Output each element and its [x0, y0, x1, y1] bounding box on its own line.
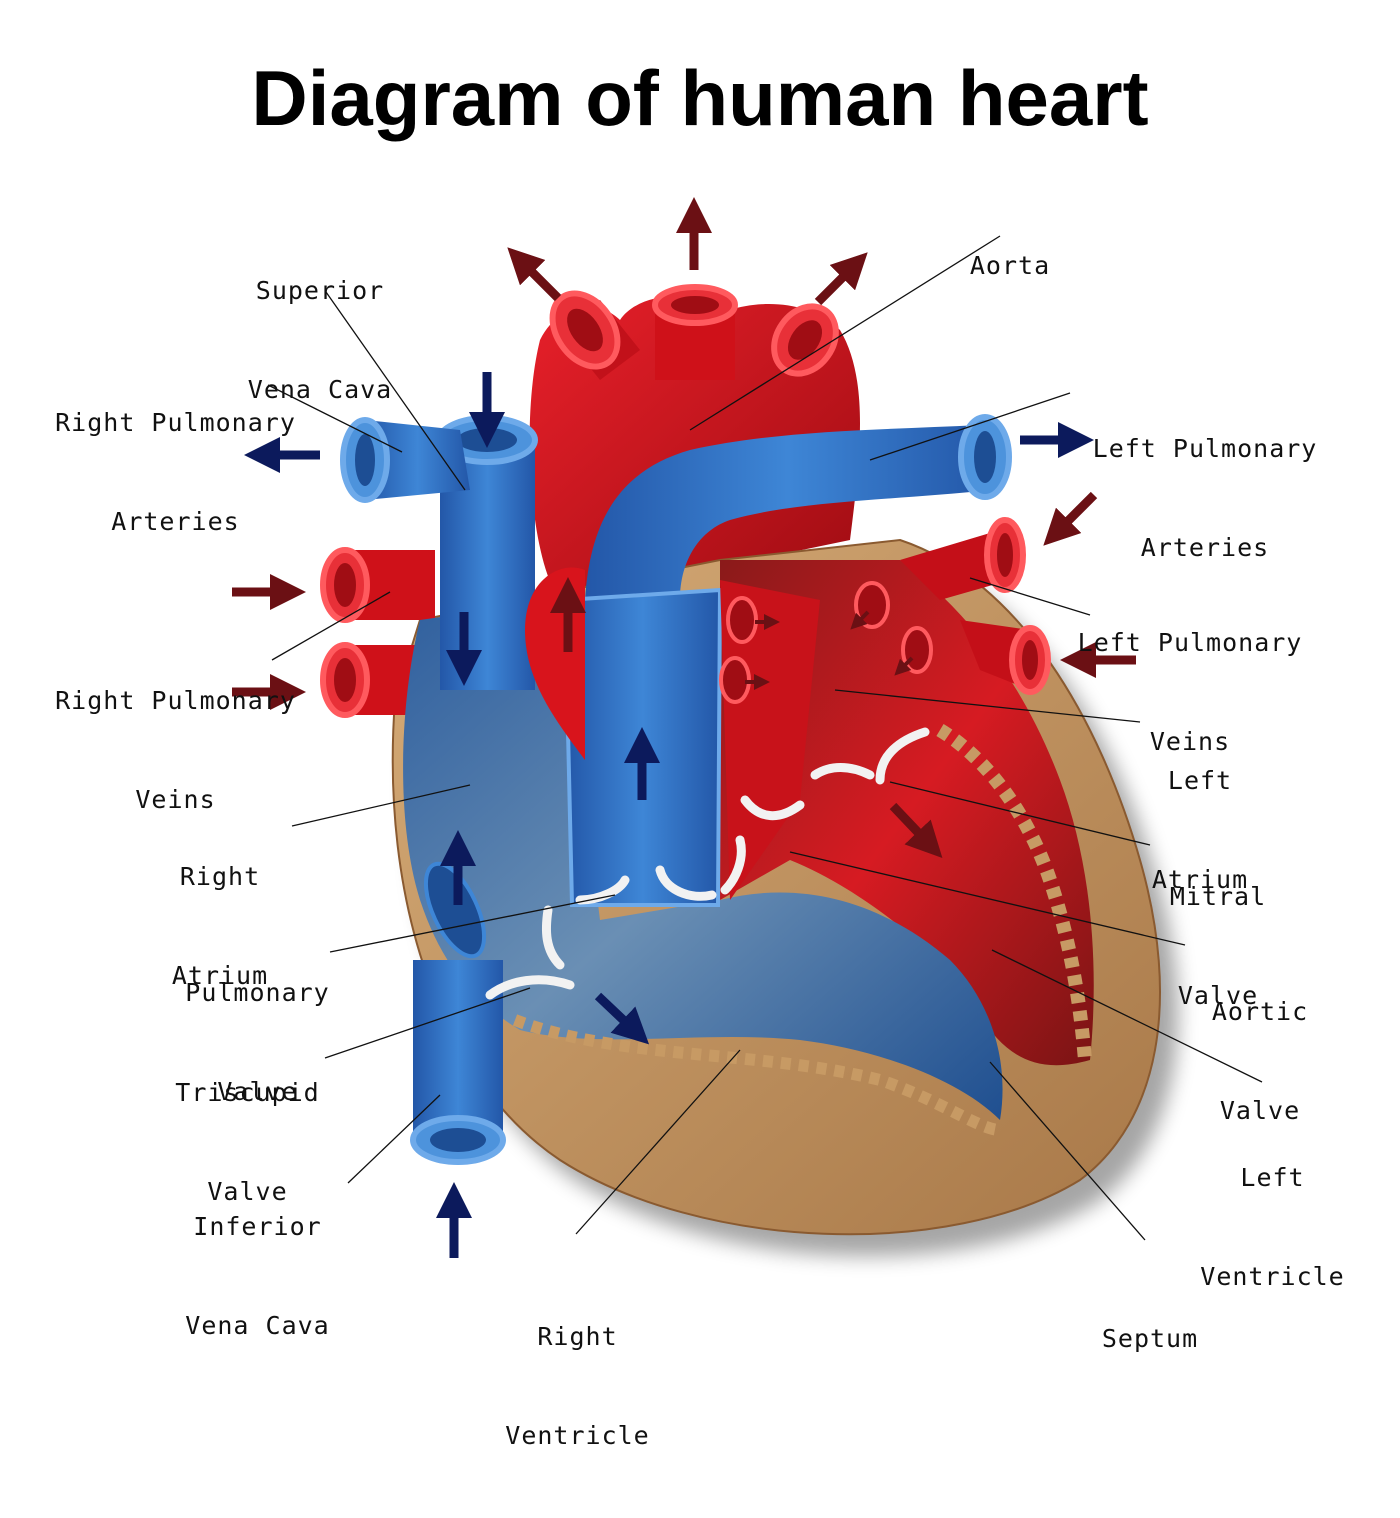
heart-illustration — [232, 197, 1263, 1258]
heart-valves — [485, 727, 930, 1000]
label-line: Vena Cava — [247, 375, 393, 404]
label-left-atrium: Left Atrium — [1130, 698, 1270, 962]
label-line: Atrium — [171, 961, 269, 990]
label-line: Ventricle — [505, 1421, 650, 1450]
right-ventricle-wall — [512, 1014, 1001, 1136]
label-superior-vena-cava: Superior Vena Cava — [230, 208, 410, 472]
label-line: Aorta — [969, 251, 1051, 280]
inferior-vena-cava-opening — [423, 861, 487, 959]
label-line: Right Pulmonary — [55, 686, 296, 715]
label-line: Right — [179, 862, 261, 891]
small-flow-arrows — [745, 610, 914, 690]
label-right-pulmonary-veins: Right Pulmonary Veins — [38, 618, 313, 882]
label-line: Veins — [135, 785, 216, 814]
label-triscupid-valve: Triscupid Valve — [160, 1010, 335, 1274]
label-line: Atrium — [1151, 865, 1249, 894]
inferior-vena-cava-shape — [410, 960, 506, 1165]
label-septum: Septum — [1085, 1256, 1215, 1421]
label-line: Inferior — [193, 1212, 322, 1241]
label-line: Vena Cava — [185, 1311, 330, 1340]
leader-lines — [267, 235, 1263, 1241]
label-right-atrium: Right Atrium — [150, 794, 290, 1058]
deoxygenated-flow-arrows — [244, 372, 1094, 1258]
label-line: Septum — [1101, 1324, 1199, 1353]
label-line: Triscupid — [175, 1078, 320, 1107]
label-line: Ventricle — [1200, 1262, 1345, 1291]
left-ventricle-wall — [936, 723, 1092, 1061]
label-right-pulmonary-arteries: Right Pulmonary Arteries — [38, 340, 313, 604]
label-line: Arteries — [1140, 533, 1270, 562]
label-line: Valve — [1177, 981, 1259, 1010]
page-title: Diagram of human heart — [251, 54, 1149, 142]
label-line: Pulmonary — [185, 978, 330, 1007]
label-line: Valve — [217, 1077, 298, 1106]
label-pulmonary-valve: Pulmonary Valve — [170, 910, 345, 1174]
right-pulmonary-veins-shape — [320, 547, 435, 718]
right-chambers — [403, 600, 1003, 1120]
left-atrium-shape — [720, 580, 820, 900]
label-aortic-valve: Aortic Valve — [1190, 929, 1330, 1193]
label-left-ventricle: Left Ventricle — [1185, 1095, 1360, 1359]
label-line: Left — [1167, 766, 1233, 795]
label-line: Valve — [207, 1177, 288, 1206]
label-line: Aortic — [1211, 997, 1309, 1026]
label-line: Left Pulmonary — [1092, 434, 1318, 463]
label-line: Valve — [1219, 1096, 1301, 1125]
label-mitral-valve: Mitral Valve — [1148, 814, 1288, 1078]
label-line: Left Pulmonary — [1077, 628, 1303, 657]
label-line: Right Pulmonary — [55, 408, 296, 437]
label-line: Right — [537, 1322, 618, 1351]
label-line: Veins — [1149, 727, 1231, 756]
label-right-ventricle: Right Ventricle — [490, 1254, 665, 1518]
label-line: Superior — [255, 276, 385, 305]
superior-vena-cava-shape — [436, 415, 538, 690]
label-inferior-vena-cava: Inferior Vena Cava — [170, 1144, 345, 1408]
label-line: Mitral — [1169, 882, 1267, 911]
label-line: Left — [1240, 1163, 1305, 1192]
label-line: Arteries — [111, 507, 240, 536]
heart-diagram: Diagram of human heart — [38, 54, 1360, 1450]
label-left-pulmonary-veins: Left Pulmonary Veins — [1055, 560, 1325, 824]
label-aorta: Aorta — [950, 183, 1070, 348]
oxygenated-flow-arrows — [232, 197, 1136, 859]
label-left-pulmonary-arteries: Left Pulmonary Arteries — [1070, 366, 1340, 630]
right-pulmonary-artery-shape — [340, 417, 470, 503]
left-chambers — [720, 560, 1094, 1066]
